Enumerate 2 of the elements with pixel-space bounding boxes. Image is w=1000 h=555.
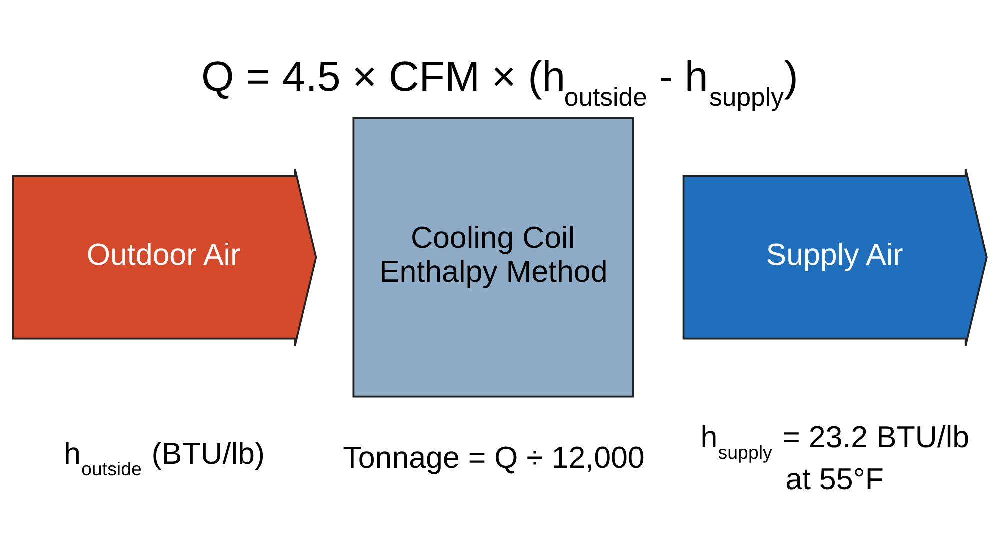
label: Tonnage = Q ÷ 12,000 (343, 440, 645, 474)
node-box: Cooling Coil Enthalpy Method (352, 116, 634, 398)
